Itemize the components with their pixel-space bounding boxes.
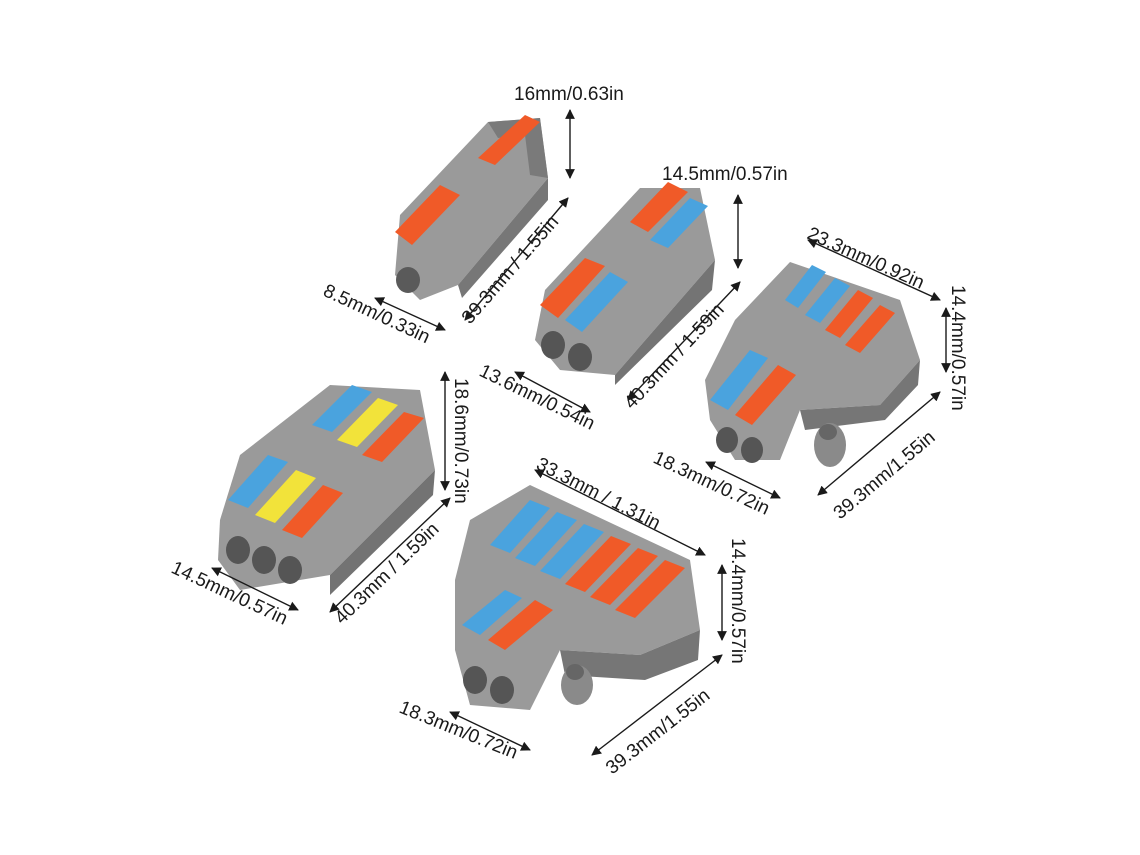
wire-hole (463, 666, 487, 694)
blue-lever (462, 590, 522, 635)
wire-hole (396, 267, 420, 293)
c5-height-label: 14.4mm/0.57in (727, 538, 748, 664)
orange-lever (825, 290, 873, 338)
orange-lever (395, 185, 460, 245)
orange-lever (488, 600, 553, 650)
wire-hole (568, 343, 592, 371)
connector-1-way (395, 115, 548, 300)
dimension-arrows (211, 109, 951, 756)
orange-lever (478, 115, 540, 165)
orange-lever (735, 365, 796, 425)
yellow-lever (337, 398, 398, 447)
blue-lever (312, 385, 372, 432)
wire-hole (278, 556, 302, 584)
c3-height-label: 14.4mm/0.57in (947, 285, 968, 411)
orange-lever (362, 412, 424, 462)
orange-lever (630, 182, 688, 232)
c4-height-label: 18.6mm/0.73in (450, 378, 471, 504)
wire-hole (252, 546, 276, 574)
c3-length-label: 39.3mm/1.55in (830, 427, 940, 524)
blue-lever (565, 272, 628, 332)
orange-lever (282, 485, 343, 538)
orange-lever (845, 305, 895, 353)
connector-splitter-bottom (455, 485, 700, 710)
orange-lever (615, 560, 685, 618)
yellow-lever (255, 470, 316, 523)
wire-hole (716, 427, 738, 453)
wire-hole (226, 536, 250, 564)
orange-lever (590, 548, 658, 605)
c5-length-label: 39.3mm/1.55in (602, 685, 714, 779)
wire-hole (490, 676, 514, 704)
c1-height-label: 16mm/0.63in (514, 84, 624, 105)
wire-hole (741, 437, 763, 463)
blue-lever (650, 198, 708, 248)
wire-hole (541, 331, 565, 359)
c2-height-label: 14.5mm/0.57in (662, 164, 788, 185)
blue-lever (228, 455, 288, 508)
